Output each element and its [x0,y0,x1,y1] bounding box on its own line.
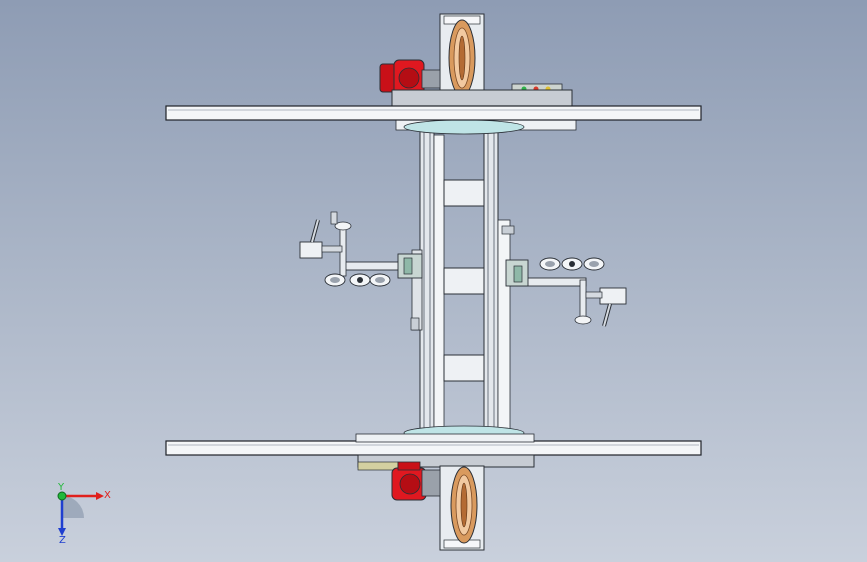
y-axis-dot [57,491,67,501]
coordinate-triad: X Y Z [57,482,111,546]
frame-column-right [483,129,499,436]
left-clamp-arm [299,211,423,287]
bottom-rail [165,440,702,456]
frame-profile-left [433,134,445,431]
central-frame [410,129,515,436]
red-gear-motor-icon [391,461,441,501]
top-hub-collar [391,89,577,135]
bottom-terminal-box [357,461,399,471]
drive-wheel-icon [448,19,476,97]
toggle-clamp-icon [539,257,605,271]
frame-rung-2 [443,267,485,295]
frame-profile-right [497,219,511,431]
toggle-clamp-icon [324,273,391,287]
y-axis-label: Y [57,482,65,493]
z-axis-label: Z [59,535,66,546]
right-clamp-arm [505,257,627,327]
x-axis-label: X [104,490,111,501]
red-gear-motor-icon [379,59,441,97]
top-rail [165,105,702,121]
drive-wheel-icon [450,466,478,544]
frame-rung-3 [443,354,485,382]
top-wheel-assembly [379,13,563,97]
frame-rung-1 [443,179,485,207]
bottom-wheel-assembly [391,461,485,551]
